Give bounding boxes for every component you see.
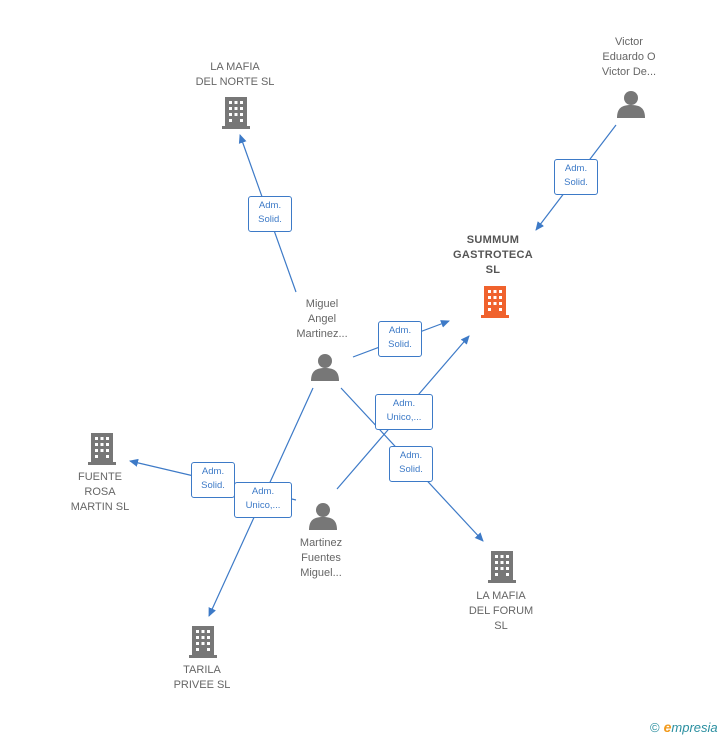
summum-label[interactable]: SUMMUM GASTROTECA SL [453,234,533,276]
edge-label-martinez-to-summum[interactable]: Adm. Unico,... [375,394,433,430]
la-mafia-forum-building-icon[interactable] [486,550,518,584]
empresia-logo-initial: e [663,719,672,735]
la-mafia-forum-label[interactable]: LA MAFIA DEL FORUM SL [468,590,534,632]
miguel-angel-person-icon[interactable] [310,352,340,382]
fuente-rosa-building-icon[interactable] [86,432,118,466]
edge-label-miguel-to-la-mafia-norte[interactable]: Adm. Solid. [248,196,292,232]
empresia-footer[interactable]: ©empresia [650,719,718,735]
martinez-fuentes-label[interactable]: Martinez Fuentes Miguel... [299,537,343,579]
tarila-building-icon[interactable] [187,625,219,659]
tarila-label[interactable]: TARILA PRIVEE SL [173,664,231,691]
empresia-logo-text: mpresia [671,720,718,735]
summum-building-icon[interactable] [479,285,511,319]
victor-label[interactable]: Victor Eduardo O Victor De... [601,36,657,78]
la-mafia-norte-building-icon[interactable] [220,96,252,130]
edge-label-miguel-to-summum[interactable]: Adm. Solid. [378,321,422,357]
edge-label-miguel-to-tarila[interactable]: Adm. Unico,... [234,482,292,518]
edge-label-miguel-to-la-mafia-forum[interactable]: Adm. Solid. [389,446,433,482]
victor-person-icon[interactable] [616,89,646,119]
martinez-fuentes-person-icon[interactable] [308,501,338,531]
fuente-rosa-label[interactable]: FUENTE ROSA MARTIN SL [70,471,130,513]
miguel-angel-label[interactable]: Miguel Angel Martinez... [296,298,348,340]
la-mafia-norte-label[interactable]: LA MAFIA DEL NORTE SL [195,61,275,88]
edge-label-victor-to-summum[interactable]: Adm. Solid. [554,159,598,195]
copyright-symbol: © [650,720,660,735]
edge-label-martinez-to-fuente-rosa[interactable]: Adm. Solid. [191,462,235,498]
